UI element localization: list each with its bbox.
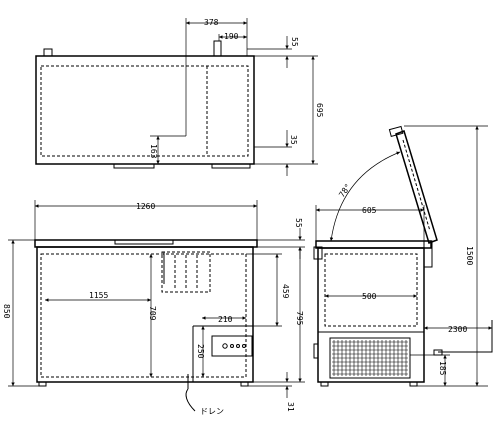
front-dim-1155-text: 1155 [89, 291, 108, 300]
front-dim-210-text: 210 [218, 315, 233, 324]
front-dim-850-text: 850 [2, 304, 11, 319]
side-open-lid [395, 130, 438, 244]
side-inner-outline [324, 253, 418, 327]
top-dim-190-text: 190 [224, 32, 239, 41]
front-view: ドレン 1260 55 850 1155 709 459 795 210 250 [2, 200, 305, 416]
side-dim-2300-text: 2300 [448, 325, 467, 334]
control-dial-3 [236, 344, 240, 348]
control-dial-2 [230, 344, 234, 348]
side-cord [438, 320, 493, 353]
top-knob-left [43, 48, 53, 57]
front-body [36, 246, 254, 383]
side-dim-185-text: 185 [438, 361, 447, 376]
side-view: 605 78° 500 1500 2300 185 [313, 125, 493, 387]
front-dim-1260-text: 1260 [136, 202, 155, 211]
top-dim-35-text: 35 [289, 135, 298, 145]
top-dim-163-text: 163 [149, 144, 158, 159]
front-dim-709-text: 709 [148, 306, 157, 321]
front-dim-459-text: 459 [281, 284, 290, 299]
top-inner-outline [40, 65, 249, 157]
side-dim-605-text: 605 [362, 206, 377, 215]
side-drain-stub [313, 343, 319, 359]
side-foot-right [409, 381, 418, 387]
side-lid [315, 240, 432, 249]
side-dim-500-text: 500 [362, 292, 377, 301]
top-dim-55-text: 55 [290, 37, 299, 47]
drain-leader [185, 388, 196, 412]
top-dim-378-text: 378 [204, 18, 219, 27]
control-dial-1 [222, 343, 228, 349]
top-hinge-right [211, 163, 251, 169]
side-grill [329, 337, 411, 379]
foot-right [240, 381, 249, 387]
basket-outline [161, 251, 211, 293]
top-lid-outline [35, 55, 255, 165]
top-dim-695-text: 695 [315, 103, 324, 118]
side-open-lid-inner-1 [397, 140, 427, 234]
top-knob-right [213, 40, 222, 57]
side-open-lid-handle [388, 125, 404, 138]
side-body [317, 247, 425, 383]
side-dim-78deg-text: 78° [337, 182, 353, 199]
front-dim-795-text: 795 [295, 311, 304, 326]
control-dial-4 [242, 344, 246, 348]
side-dim-1500-text: 1500 [465, 246, 474, 265]
top-hinge-left [113, 163, 155, 169]
front-dim-31-text: 31 [286, 402, 295, 412]
foot-left [38, 381, 47, 387]
side-dim-78deg-arc [329, 151, 401, 242]
front-lid-handle [114, 239, 174, 245]
side-grill-pattern [332, 340, 408, 376]
front-inner-outline [40, 253, 247, 378]
control-panel [211, 335, 253, 357]
side-foot-left [320, 381, 329, 387]
side-handle [313, 246, 323, 260]
side-open-lid-inner-2 [402, 139, 431, 232]
front-dim-250-text: 250 [196, 344, 205, 359]
drain-label: ドレン [200, 407, 224, 416]
front-dim-55-text: 55 [294, 218, 303, 228]
top-view: 378 190 55 695 35 163 [35, 18, 324, 176]
